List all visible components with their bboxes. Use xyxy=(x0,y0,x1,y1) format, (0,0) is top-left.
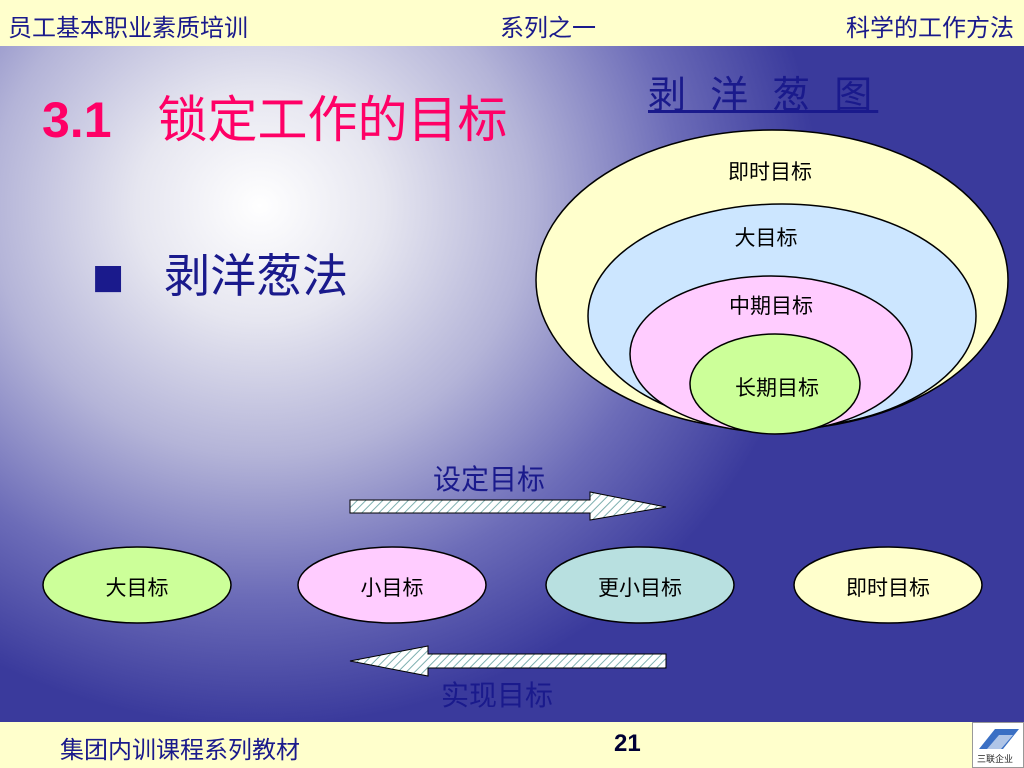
company-logo: 三联企业 xyxy=(972,722,1024,768)
footer-series-name: 集团内训课程系列教材 xyxy=(60,736,300,764)
onion-diagram-heading: 剥 洋 葱 图 xyxy=(648,73,879,117)
bullet-text: 剥洋葱法 xyxy=(164,249,349,303)
flow-node-big xyxy=(42,546,232,624)
onion-label-long: 长期目标 xyxy=(735,376,819,400)
flow-node-label-big: 大目标 xyxy=(105,576,169,600)
flow-label-set-goal: 设定目标 xyxy=(432,463,546,496)
arrow-right xyxy=(349,491,667,521)
logo-text: 三联企业 xyxy=(977,755,1014,765)
header-course-title: 员工基本职业素质培训 xyxy=(8,14,248,42)
flow-node-small xyxy=(297,546,487,624)
flow-node-label-immediate: 即时目标 xyxy=(846,576,930,600)
bullet-item: ■ 剥洋葱法 xyxy=(92,240,348,306)
header-topic: 科学的工作方法 xyxy=(846,14,1014,42)
bullet-square-icon: ■ xyxy=(92,257,125,297)
onion-label-big: 大目标 xyxy=(734,226,798,250)
arrow-left xyxy=(349,645,667,677)
header-series: 系列之一 xyxy=(500,14,596,42)
logo-mark-icon xyxy=(979,729,1019,749)
onion-label-immediate: 即时目标 xyxy=(728,160,812,184)
flow-label-achieve-goal: 实现目标 xyxy=(440,679,554,712)
slide-title: 3.1 锁定工作的目标 xyxy=(42,80,508,152)
footer-bar: 集团内训课程系列教材 21 xyxy=(0,722,1024,768)
flow-node-smaller xyxy=(545,546,735,624)
onion-label-mid: 中期目标 xyxy=(729,294,813,318)
title-text: 锁定工作的目标 xyxy=(157,91,508,149)
header-bar: 员工基本职业素质培训 系列之一 科学的工作方法 xyxy=(0,0,1024,46)
page-number: 21 xyxy=(614,730,641,757)
title-number: 3.1 xyxy=(42,92,112,148)
flow-node-immediate xyxy=(793,546,983,624)
flow-node-label-smaller: 更小目标 xyxy=(598,576,682,600)
flow-node-label-small: 小目标 xyxy=(360,576,424,600)
onion-layer-long xyxy=(689,333,861,435)
